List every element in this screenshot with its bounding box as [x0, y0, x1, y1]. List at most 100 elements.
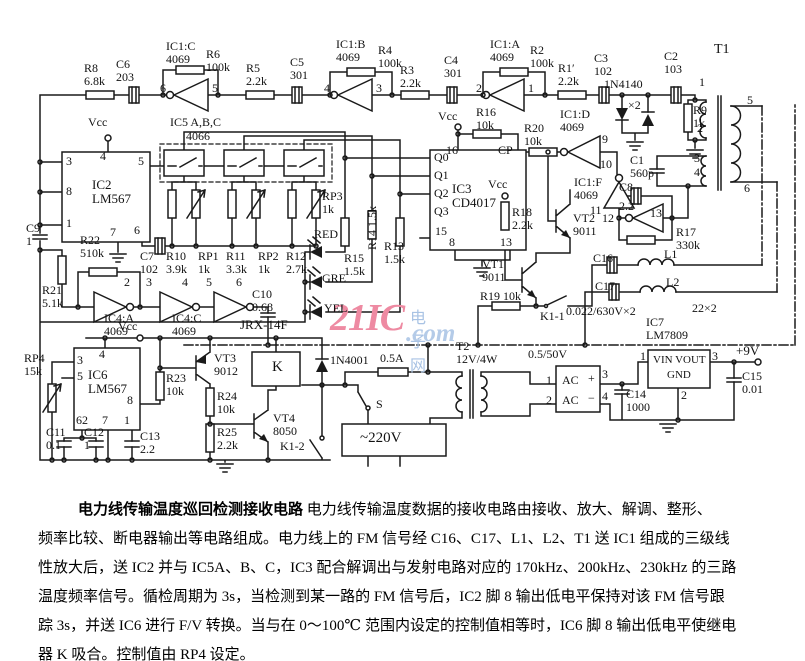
c3-label: C3 102 — [594, 51, 612, 78]
ic6-label: IC6 LM567 — [88, 367, 127, 397]
t1-pin2-label: 2 — [697, 121, 703, 135]
vt1-label: VT1 9011 — [482, 257, 506, 284]
led-yel-label: YEL — [324, 301, 348, 315]
relay-k-label: K — [272, 359, 283, 375]
ic6-pin3-label: 3 — [77, 353, 83, 367]
br-ac2-label: AC — [562, 393, 579, 407]
r8-label: R8 6.8k — [84, 61, 105, 88]
ic1b-pin3-label: 3 — [376, 81, 382, 95]
ic1c-label: IC1:C 4069 — [166, 39, 196, 66]
ic4-pin3-label: 3 — [146, 275, 152, 289]
r14-label: R14 1.5k — [365, 205, 379, 250]
ic3-label: IC3 CD4017 — [452, 181, 497, 211]
rp4-label: RP4 15k — [24, 351, 45, 378]
t1-label: T1 — [714, 42, 730, 57]
ic3-pin8-label: 8 — [449, 235, 455, 249]
r23-label: R23 10k — [166, 371, 187, 398]
rp3-label: RP3 1k — [322, 189, 343, 216]
c17-label: C17 — [595, 279, 616, 293]
c6-label: C6 203 — [116, 57, 134, 84]
ic2-label: IC2 LM567 — [92, 177, 131, 207]
ic2-pin8-label: 8 — [66, 184, 72, 198]
ic2-pin7-label: 7 — [110, 225, 116, 239]
br-pin1-label: 1 — [546, 373, 552, 387]
ic7-vin-vout-label: VIN VOUT — [653, 354, 706, 366]
ic2-pin1-label: 1 — [66, 216, 72, 230]
ic3-q0-label: Q0 — [434, 150, 449, 164]
c13-label: C13 2.2 — [140, 429, 161, 456]
r11-label: R11 3.3k — [226, 249, 247, 276]
description-line-5: 踪 3s，并送 IC6 进行 F/V 转换。当与在 0～100℃ 范围内设定的控… — [38, 618, 737, 634]
ic6-pin8-label: 8 — [127, 393, 133, 407]
ic3-q3-label: Q3 — [434, 204, 449, 218]
r10-label: R10 3.9k — [166, 249, 187, 276]
ic4-pin5-label: 5 — [206, 275, 212, 289]
ic4-pin2-label: 2 — [124, 275, 130, 289]
vt2-label: VT2 9011 — [573, 211, 597, 238]
br-pin2-label: 2 — [546, 393, 552, 407]
ic5-4066-label: 4066 — [186, 129, 210, 143]
ic1c-pin5-label: 5 — [212, 81, 218, 95]
t1-pin3-label: 3 — [694, 151, 700, 165]
t1-pin1-label: 1 — [699, 75, 705, 89]
vcc-ic6-label: Vcc — [118, 319, 138, 333]
v220-label: ~220V — [360, 430, 402, 446]
ic3-cp-label: CP — [498, 143, 513, 157]
r21-label: R21 5.1k — [42, 283, 63, 310]
c2-label: C2 103 — [664, 49, 682, 76]
c8-val-label: 2.2 — [619, 199, 634, 213]
ic1a-pin2-label: 2 — [476, 81, 482, 95]
ic2-pin5-label: 5 — [138, 154, 144, 168]
c8-label: C8 — [619, 180, 634, 194]
description-line-1-text: 电力线传输温度数据的接收电路由接收、放大、解调、整形、 — [303, 502, 712, 518]
r4-label: R4 100k — [378, 43, 402, 70]
r17-label: R17 330k — [676, 225, 700, 252]
br-minus-label: − — [588, 391, 595, 405]
d-1n4001-label: 1N4001 — [330, 353, 369, 367]
c12-label: C12 1 — [84, 425, 105, 452]
description-line-1: 电力线传输温度巡回检测接收电路 电力线传输温度数据的接收电路由接收、放大、解调、… — [38, 496, 778, 525]
description-line-6: 器 K 吸合。控制值由 RP4 设定。 — [38, 647, 255, 661]
r6-label: R6 100k — [206, 47, 230, 74]
description-line-4: 温度频率信号。循检周期为 3s，当检测到某一路的 FM 信号后，IC2 脚 8 … — [38, 589, 725, 605]
c1617-val-label: 0.022/630V×2 — [566, 304, 636, 318]
r3-label: R3 2.2k — [400, 63, 421, 90]
ic3-q2-label: Q2 — [434, 186, 449, 200]
c14-label: C14 1000 — [626, 387, 650, 414]
c9-label: C9 1 — [26, 221, 41, 248]
ic1b-label: IC1:B 4069 — [336, 37, 366, 64]
ic1d-label: IC1:D 4069 — [560, 107, 590, 134]
k1-2-label: K1-2 — [280, 439, 305, 453]
description-line-3: 性放大后，送 IC2 并与 IC5A、B、C，IC3 配合解调出与发射电路对应的… — [38, 560, 737, 576]
ic6-pin5-label: 5 — [77, 369, 83, 383]
ic4a-label: IC4:A 4069 — [104, 311, 134, 338]
ic6-pin1-label: 1 — [124, 413, 130, 427]
rp1-label: RP1 1k — [198, 249, 219, 276]
t1-pin6-label: 6 — [744, 181, 750, 195]
r2-label: R2 100k — [530, 43, 554, 70]
ic1a-pin1-label: 1 — [528, 81, 534, 95]
led-red-label: RED — [314, 227, 338, 241]
s-switch-label: S — [376, 397, 383, 411]
vcc-r18-label: Vcc — [488, 177, 508, 191]
ic1c-pin6-label: 6 — [160, 81, 166, 95]
r25-label: R25 2.2k — [217, 425, 238, 452]
ic1b-pin4-label: 4 — [324, 81, 330, 95]
jrx-label: JRX-14F — [240, 317, 288, 332]
c11-label: C11 0.1 — [46, 425, 66, 452]
description: 电力线传输温度巡回检测接收电路 电力线传输温度数据的接收电路由接收、放大、解调、… — [38, 496, 778, 661]
rp2-label: RP2 1k — [258, 249, 279, 276]
c10-label: C10 0.68 — [252, 287, 273, 314]
ic5-label: IC5 A,B,C — [170, 115, 222, 129]
l12-val-label: 22×2 — [692, 301, 717, 315]
r1p-label: R1′ 2.2k — [558, 61, 579, 88]
ic7-gnd-label: GND — [667, 369, 691, 381]
ic2-pin6-label: 6 — [134, 223, 140, 237]
d-x2-label: ×2 — [628, 98, 641, 112]
ic2-pin4-label: 4 — [100, 149, 106, 163]
t1-pin5-label: 5 — [747, 93, 753, 107]
vcc-ic2-label: Vcc — [88, 115, 108, 129]
led-gre-label: GRE — [322, 271, 346, 285]
r18-label: R18 2.2k — [512, 205, 533, 232]
